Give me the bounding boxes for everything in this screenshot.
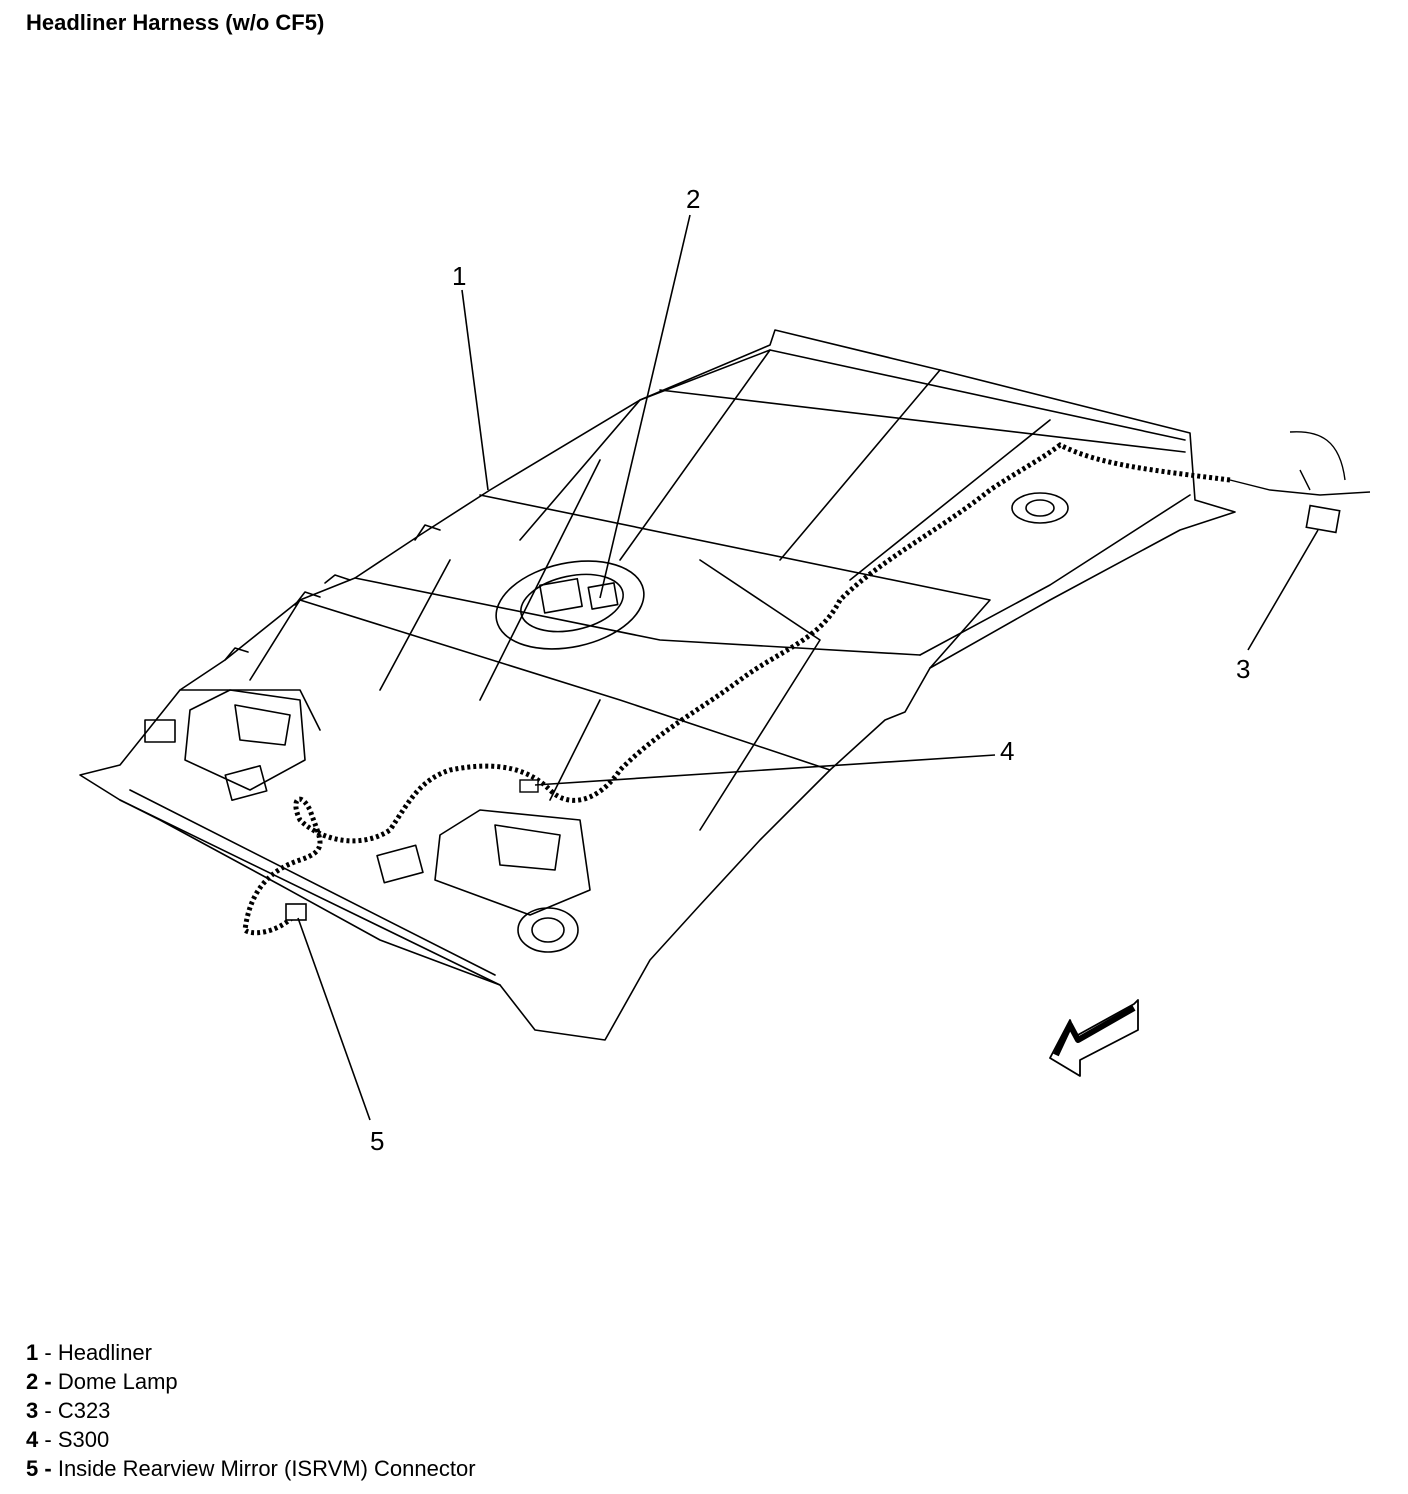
legend-item-2: 2 - Dome Lamp bbox=[26, 1369, 178, 1394]
headliner-outline bbox=[79, 329, 1236, 1041]
dome-lamp-mount bbox=[495, 560, 645, 650]
c323-connector bbox=[1305, 504, 1341, 534]
leader-5 bbox=[297, 917, 371, 1121]
legend-item-5: 5 - Inside Rearview Mirror (ISRVM) Conne… bbox=[26, 1456, 476, 1481]
sun-visor-right bbox=[434, 809, 591, 916]
harness-main bbox=[242, 442, 1231, 936]
leader-3 bbox=[1247, 529, 1319, 651]
isrvm-connector bbox=[285, 903, 307, 921]
callout-3-number: 3 bbox=[1236, 654, 1250, 684]
leader-1 bbox=[461, 289, 489, 491]
s300-splice bbox=[519, 779, 539, 793]
harness-pigtail bbox=[1229, 479, 1371, 496]
front-speaker bbox=[517, 907, 579, 953]
legend-item-4: 4 - S300 bbox=[26, 1427, 110, 1452]
sun-visor-left bbox=[184, 689, 306, 791]
legend-item-1: 1 - Headliner bbox=[26, 1340, 152, 1365]
rear-speaker bbox=[1011, 492, 1069, 524]
page-title: Headliner Harness (w/o CF5) bbox=[26, 10, 325, 35]
callout-1-number: 1 bbox=[452, 261, 466, 291]
legend: 1 - Headliner 2 - Dome Lamp 3 - C323 4 -… bbox=[26, 1338, 476, 1483]
callout-2-number: 2 bbox=[686, 184, 700, 214]
leader-4 bbox=[534, 754, 996, 786]
callout-5-number: 5 bbox=[370, 1126, 384, 1156]
front-direction-arrow-icon bbox=[1049, 999, 1139, 1077]
dome-lamp bbox=[539, 577, 583, 614]
leader-2 bbox=[599, 214, 691, 599]
legend-item-3: 3 - C323 bbox=[26, 1398, 111, 1423]
callout-4-number: 4 bbox=[1000, 736, 1014, 766]
